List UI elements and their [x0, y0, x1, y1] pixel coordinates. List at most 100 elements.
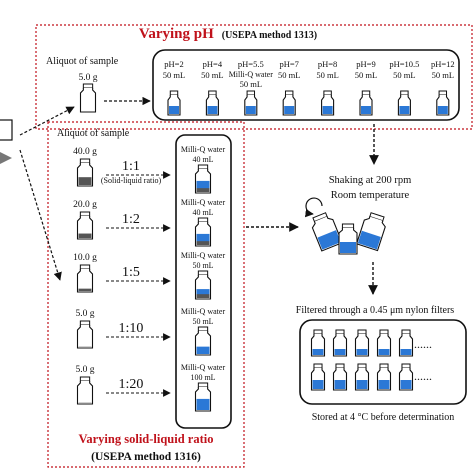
ph-vial-item: pH=250 mL	[163, 59, 185, 116]
ph-title-method: (USEPA method 1313)	[222, 30, 317, 41]
ratio-sample-vial	[76, 158, 94, 187]
ph-vial-volume: 50 mL	[240, 79, 262, 89]
ratio-row-volume: 50 mL	[192, 261, 213, 270]
ratio-row-ratio: 1:20	[119, 377, 144, 392]
storage-vial	[354, 329, 370, 357]
source-pointer	[0, 152, 12, 164]
ratio-result-vial	[194, 326, 212, 356]
vial-solid	[78, 233, 92, 238]
vial-cap	[313, 329, 323, 335]
vial-cap	[401, 363, 411, 369]
vial-liquid	[356, 380, 368, 389]
vial-cap	[379, 329, 389, 335]
vial-liquid	[399, 106, 410, 114]
vial-cap	[379, 363, 389, 369]
vial-cap	[357, 329, 367, 335]
ph-vial-label: pH=8	[318, 59, 337, 69]
vial-cap	[357, 363, 367, 369]
ph-vial-volume: 50 mL	[316, 70, 338, 80]
ratio-row-volume: 100 mL	[190, 373, 215, 382]
ph-vial	[244, 90, 258, 116]
ratio-result-vial	[194, 217, 212, 247]
ph-vial-volume: 50 mL	[393, 70, 415, 80]
ph-vial-sub: Milli-Q water	[229, 70, 274, 79]
vial-liquid	[357, 230, 381, 250]
ph-vial-item: pH=850 mL	[316, 59, 339, 116]
ph-vial-volume: 50 mL	[432, 70, 454, 80]
vial-cap	[335, 329, 345, 335]
shaker-bottle-left	[311, 212, 343, 252]
storage-vial	[310, 329, 326, 357]
vial-liquid	[169, 106, 179, 114]
vial-cap	[169, 90, 179, 96]
storage-vial	[376, 363, 392, 391]
vial-cap	[79, 211, 91, 217]
vial-cap	[197, 326, 209, 332]
ph-vial-volume: 50 mL	[163, 70, 185, 80]
ph-vials-container	[152, 49, 460, 121]
ratio-vials-container	[175, 134, 232, 429]
ph-vial-label: pH=9	[356, 59, 375, 69]
ph-title-main: Varying pH	[139, 26, 214, 42]
vial-cap	[313, 363, 323, 369]
vial-cap	[438, 90, 448, 96]
source-box-fragment	[0, 119, 13, 141]
storage-vial	[332, 329, 348, 357]
vial-body	[76, 381, 94, 405]
arrow-source-to-ratio	[19, 149, 62, 281]
vial-body	[76, 216, 94, 240]
filtered-label: Filtered through a 0.45 μm nylon filters	[296, 305, 455, 316]
vial-body	[76, 325, 94, 349]
storage-dots-bottom: ......	[414, 369, 432, 383]
ph-vial-volume: 50 mL	[278, 70, 300, 80]
vial-liquid	[196, 180, 210, 192]
arrow-source-to-ph	[19, 106, 75, 136]
ph-vial	[359, 90, 373, 116]
vial-liquid	[196, 289, 210, 298]
vial-cap	[197, 270, 209, 276]
vial-cap	[197, 382, 209, 388]
vial-cap	[82, 83, 94, 89]
ratio-row-water: Milli-Q water	[181, 363, 226, 372]
ratio-sample-vial	[76, 211, 94, 240]
storage-vial	[332, 363, 348, 391]
vial-liquid	[340, 242, 356, 253]
vial-liquid	[317, 230, 341, 250]
ratio-row-mass: 5.0 g	[76, 309, 95, 319]
vial-liquid	[378, 349, 390, 355]
shaker-vial	[311, 212, 343, 252]
vial-cap	[246, 90, 256, 96]
vial-liquid	[356, 349, 368, 355]
ratio-row-water: Milli-Q water	[181, 198, 226, 207]
ph-vial	[205, 90, 219, 116]
vial-cap	[341, 223, 355, 229]
vial-liquid	[196, 233, 210, 245]
vial-cap	[335, 363, 345, 369]
vial-cap	[401, 329, 411, 335]
ph-vial-item: pH=750 mL	[278, 59, 300, 116]
vial-liquid	[245, 106, 256, 114]
ratio-result-vial	[194, 382, 212, 412]
vial-liquid	[400, 380, 412, 389]
ph-vial-volume: 50 mL	[355, 70, 377, 80]
ratio-result-solid	[196, 294, 210, 298]
vial-cap	[79, 158, 91, 164]
vial-solid	[78, 177, 92, 185]
ph-vial-label: pH=4	[203, 59, 223, 69]
shaker-bottle-right	[355, 212, 386, 252]
storage-container	[299, 319, 467, 405]
vial-liquid	[312, 380, 324, 389]
vial-cap	[400, 90, 409, 96]
ph-aliquot-vial	[79, 83, 97, 113]
vial-cap	[79, 320, 91, 326]
vial-liquid	[361, 106, 371, 114]
vial-solid	[78, 288, 92, 291]
ratio-row-water: Milli-Q water	[181, 307, 226, 316]
ph-section-title: Varying pH (USEPA method 1313)	[139, 25, 317, 42]
vial-cap	[197, 164, 209, 170]
ratio-result-solid	[196, 188, 210, 192]
ratio-rows-group: 40.0 g1:1(Solid-liquid ratio)Milli-Q wat…	[73, 145, 226, 412]
